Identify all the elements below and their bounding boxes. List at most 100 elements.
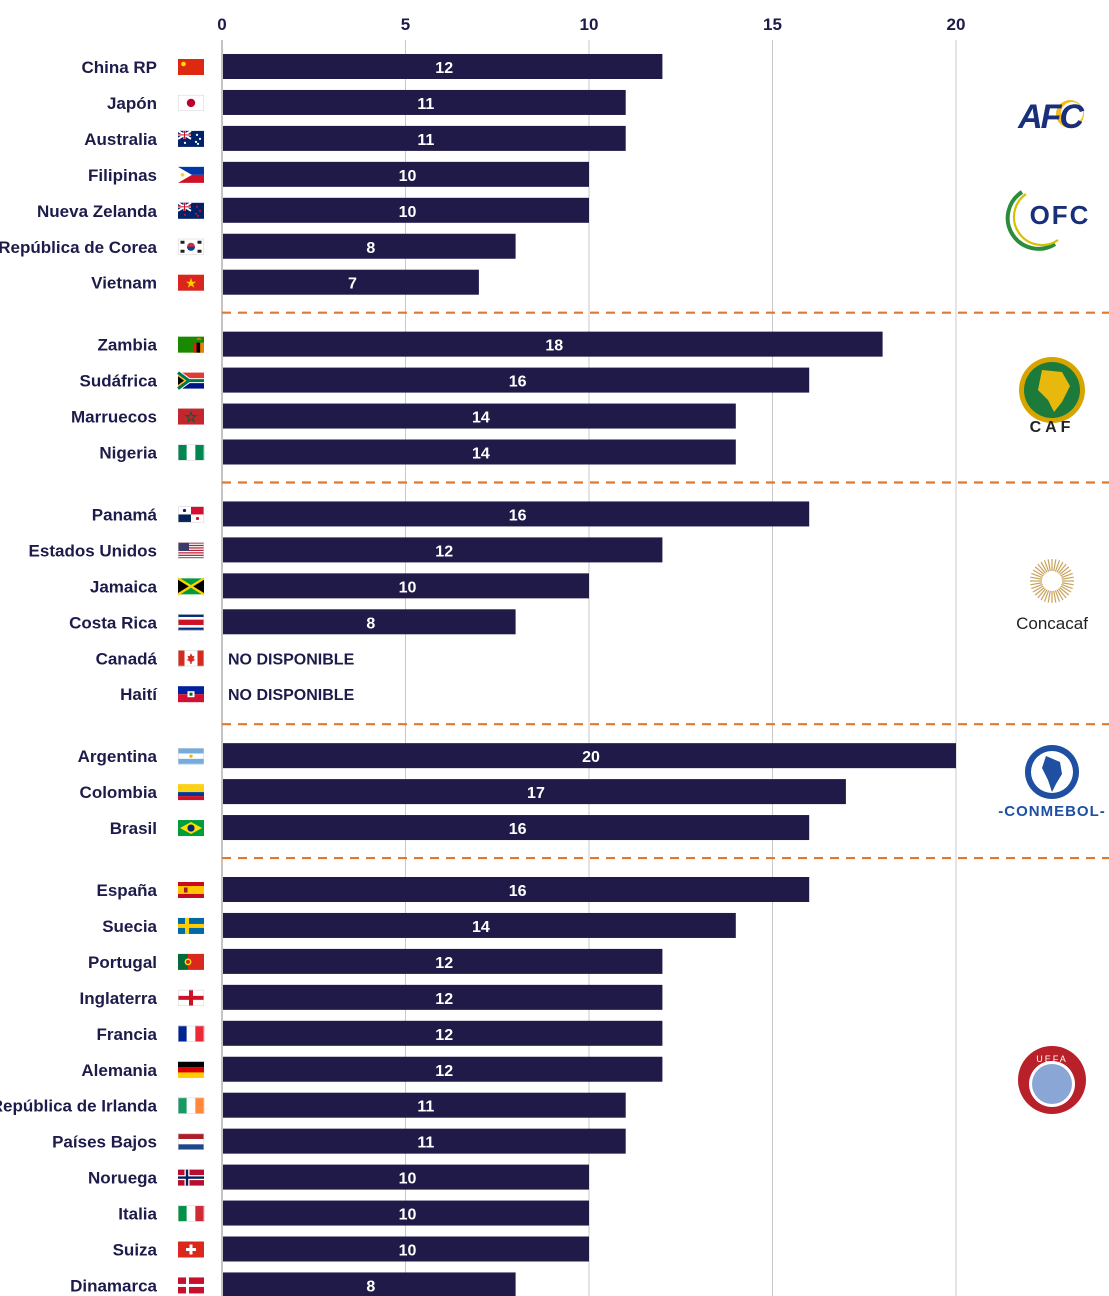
bar <box>223 54 663 79</box>
bar <box>223 609 516 635</box>
flag-icon <box>178 1277 204 1294</box>
not-available-label: NO DISPONIBLE <box>228 687 355 704</box>
concacaf-text: Concacaf <box>1016 614 1088 633</box>
flag-icon <box>178 506 204 523</box>
country-label: Dinamarca <box>70 1276 157 1295</box>
data-label: 8 <box>366 1278 375 1295</box>
country-label: Panamá <box>92 505 158 524</box>
country-label: República de Irlanda <box>0 1097 158 1116</box>
caf-logo: CAF <box>1019 357 1085 436</box>
flag-icon <box>178 1061 204 1078</box>
flag-icon <box>178 1025 205 1042</box>
flag-icon <box>178 94 204 111</box>
bar <box>223 573 589 599</box>
flag-icon <box>178 1241 204 1258</box>
data-label: 11 <box>417 96 434 113</box>
country-label: China RP <box>81 58 157 77</box>
uefa-logo: UEFA <box>1018 1046 1086 1114</box>
bar <box>223 197 589 223</box>
data-label: 18 <box>545 338 563 355</box>
data-label: 10 <box>399 579 417 596</box>
data-label: 10 <box>399 1171 417 1188</box>
flag-icon <box>178 820 204 837</box>
bar <box>223 1128 626 1154</box>
bar <box>223 1236 589 1262</box>
country-label: España <box>97 881 158 900</box>
data-label: 14 <box>472 410 490 427</box>
flag-icon <box>178 784 204 801</box>
country-label: Nigeria <box>99 444 157 463</box>
country-label: Filipinas <box>88 166 157 185</box>
data-label: 12 <box>435 955 453 972</box>
table-row: Sudáfrica 16 <box>80 367 810 393</box>
data-label: 16 <box>509 374 527 391</box>
country-label: República de Corea <box>0 238 158 257</box>
table-row: Haití NO DISPONIBLE <box>120 685 354 704</box>
data-label: 16 <box>509 883 527 900</box>
flag-icon <box>178 542 204 559</box>
flag-icon <box>178 1169 204 1186</box>
country-label: Portugal <box>88 953 157 972</box>
data-label: 17 <box>527 785 545 802</box>
country-label: Haití <box>120 685 158 704</box>
bar <box>223 877 810 902</box>
table-row: República de Corea 8 <box>0 233 516 259</box>
country-label: Sudáfrica <box>80 372 158 391</box>
country-label: Japón <box>107 94 157 113</box>
data-label: 11 <box>417 1135 434 1152</box>
flag-icon <box>178 59 204 75</box>
flag-icon <box>178 274 204 291</box>
data-label: 10 <box>399 1207 417 1224</box>
country-label: Costa Rica <box>69 613 157 632</box>
data-label: 10 <box>399 1243 417 1260</box>
table-row: Suiza 10 <box>113 1236 589 1262</box>
flag-icon <box>178 1133 204 1150</box>
bar <box>223 161 589 187</box>
data-label: 12 <box>435 60 453 77</box>
bar <box>223 233 516 259</box>
flag-icon <box>177 201 204 219</box>
data-label: 11 <box>417 132 434 149</box>
bar <box>223 269 479 295</box>
bar <box>223 1092 626 1118</box>
data-label: 20 <box>582 749 600 766</box>
bar <box>223 1020 663 1046</box>
uefa-text: UEFA <box>1036 1054 1068 1064</box>
flag-icon <box>178 650 204 667</box>
bar <box>223 743 956 769</box>
flag-icon <box>178 336 204 353</box>
country-label: Países Bajos <box>52 1133 157 1152</box>
country-label: Italia <box>118 1205 157 1224</box>
flag-icon <box>178 686 204 703</box>
ofc-logo: OFC <box>1005 190 1088 251</box>
afc-text: AFC <box>1017 98 1084 136</box>
country-label: Suecia <box>102 917 157 936</box>
table-row: China RP 12 <box>81 54 663 79</box>
country-label: Marruecos <box>71 408 157 427</box>
country-label: Nueva Zelanda <box>37 202 158 221</box>
country-label: Noruega <box>88 1169 158 1188</box>
conmebol-logo: -CONMEBOL- <box>998 745 1105 820</box>
concacaf-logo: Concacaf <box>1016 559 1088 633</box>
bar <box>223 1164 589 1190</box>
bar <box>223 367 810 393</box>
country-label: Vietnam <box>91 274 157 293</box>
country-label: Suiza <box>113 1241 158 1260</box>
caf-text: CAF <box>1030 419 1075 436</box>
data-label: 14 <box>472 446 490 463</box>
data-label: 8 <box>366 240 375 257</box>
x-tick-label: 0 <box>217 15 226 34</box>
data-label: 8 <box>366 615 375 632</box>
country-label: Argentina <box>78 747 158 766</box>
flag-icon <box>177 577 205 596</box>
table-row: Argentina 20 <box>78 743 956 769</box>
